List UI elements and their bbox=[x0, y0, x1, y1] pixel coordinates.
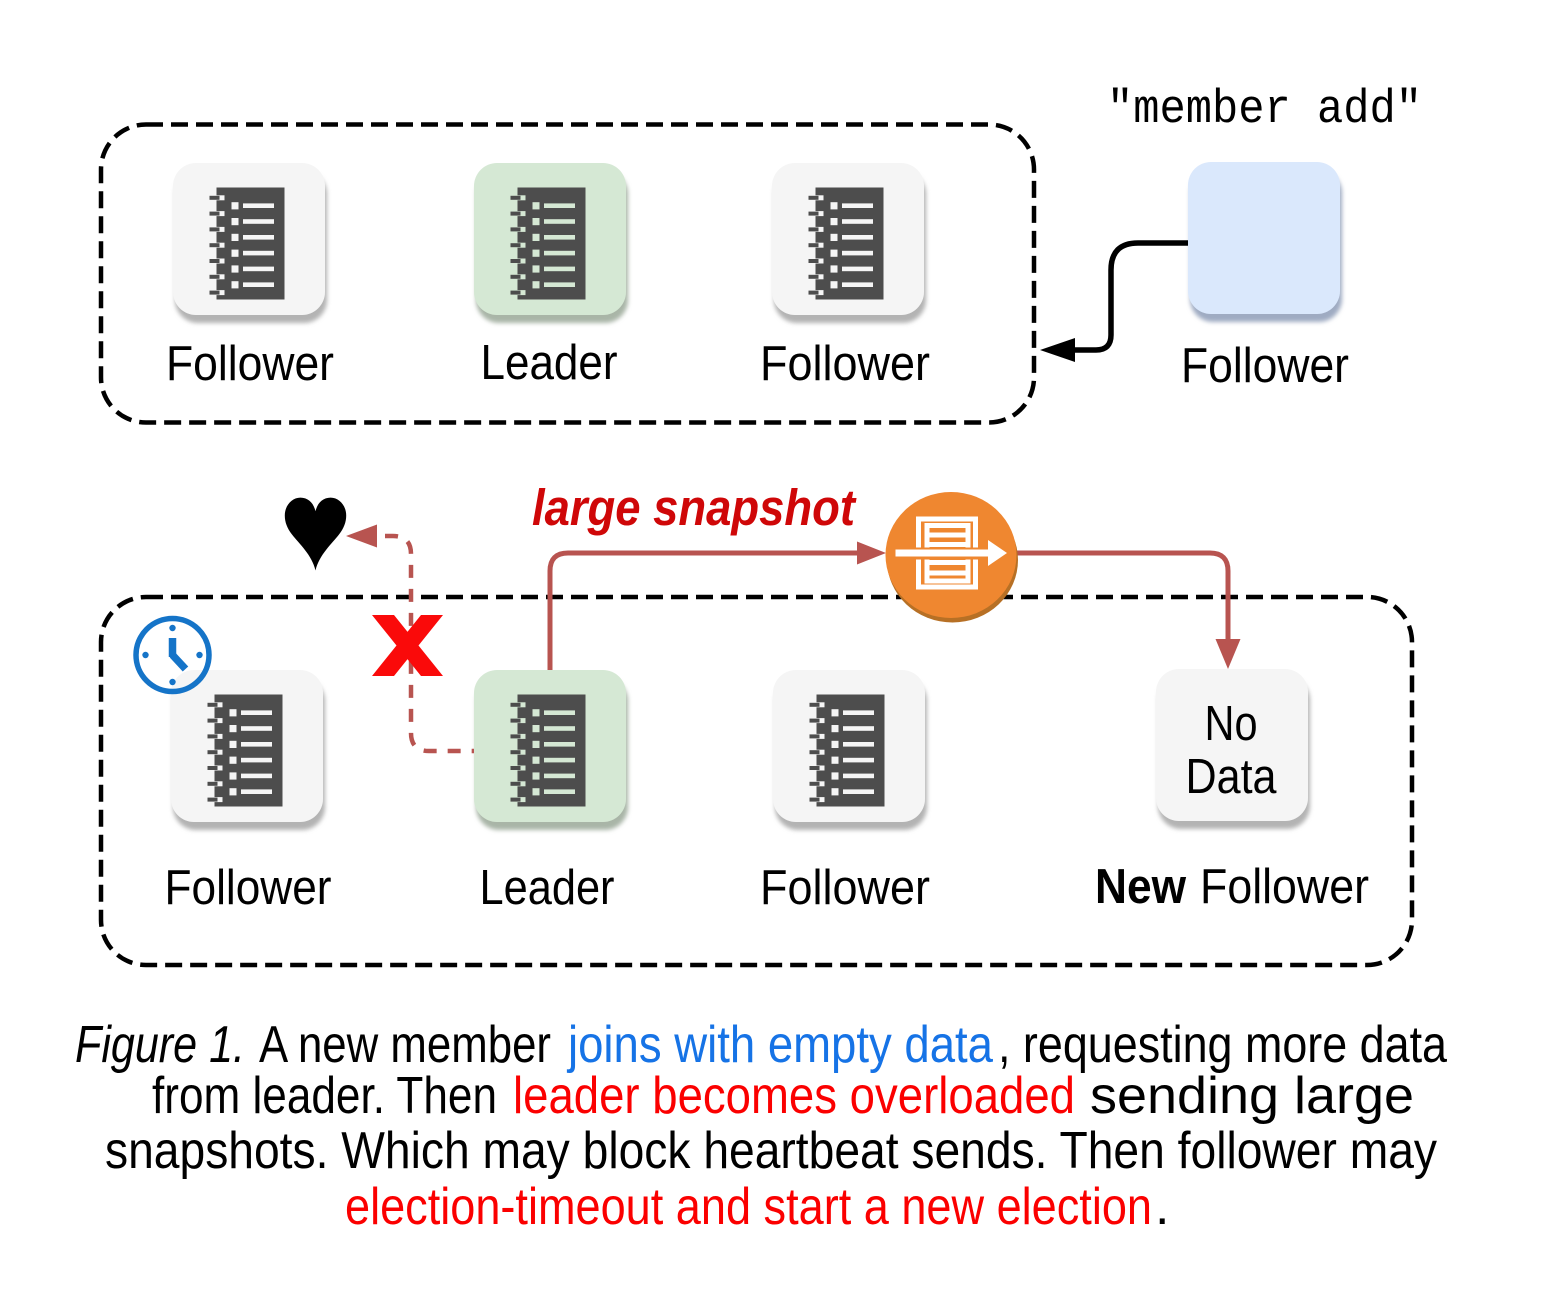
svg-text:.: . bbox=[1155, 1178, 1169, 1236]
svg-text:A new member: A new member bbox=[259, 1016, 551, 1074]
svg-text:leader becomes overloaded: leader becomes overloaded bbox=[513, 1067, 1075, 1125]
svg-text:Follower: Follower bbox=[165, 861, 332, 915]
svg-text:Follower: Follower bbox=[1200, 860, 1369, 914]
svg-text:New: New bbox=[1095, 860, 1187, 914]
svg-text:Follower: Follower bbox=[760, 337, 930, 391]
svg-text:from leader. Then: from leader. Then bbox=[152, 1067, 497, 1125]
svg-text:"member add": "member add" bbox=[1107, 84, 1422, 137]
svg-text:Leader: Leader bbox=[480, 861, 615, 915]
svg-text:sending large: sending large bbox=[1090, 1067, 1414, 1125]
svg-text:Follower: Follower bbox=[760, 861, 930, 915]
svg-text:Figure 1.: Figure 1. bbox=[75, 1016, 245, 1074]
svg-text:joins with empty data: joins with empty data bbox=[566, 1016, 993, 1074]
svg-text:Leader: Leader bbox=[481, 336, 618, 390]
svg-text:large snapshot: large snapshot bbox=[532, 479, 857, 536]
svg-text:Data: Data bbox=[1186, 750, 1278, 804]
svg-text:election-timeout and start a n: election-timeout and start a new electio… bbox=[345, 1178, 1152, 1236]
svg-text:No: No bbox=[1205, 697, 1258, 751]
svg-text:Follower: Follower bbox=[166, 337, 334, 391]
svg-text:, requesting more data: , requesting more data bbox=[998, 1016, 1447, 1074]
svg-text:snapshots. Which may block hea: snapshots. Which may block heartbeat sen… bbox=[105, 1122, 1437, 1180]
svg-text:Follower: Follower bbox=[1181, 339, 1349, 393]
